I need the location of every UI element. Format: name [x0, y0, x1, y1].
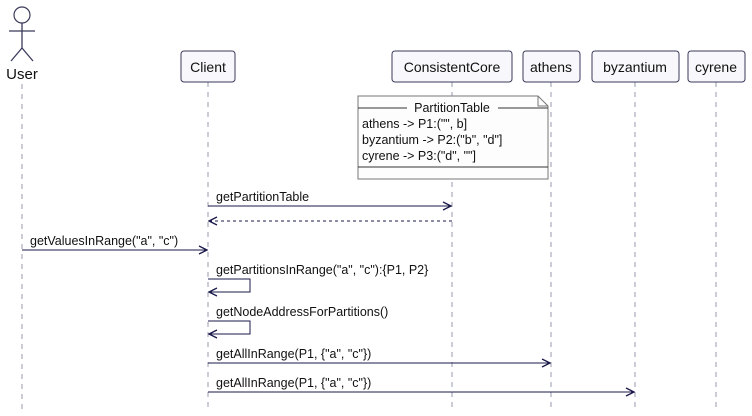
- partition-table-note: PartitionTable athens -> P1:("", b] byza…: [357, 95, 549, 180]
- user-actor-icon: [13, 6, 31, 24]
- note-line: cyrene -> P3:("d", ""]: [362, 149, 476, 163]
- message-get-all-in-range-byzantium: getAllInRange(P1, {"a", "c"}): [208, 376, 634, 392]
- participant-client: Client: [180, 50, 236, 83]
- message-get-all-in-range-athens: getAllInRange(P1, {"a", "c"}): [208, 347, 550, 363]
- participant-client-label: Client: [190, 59, 226, 75]
- message-label: getValuesInRange("a", "c"): [30, 234, 178, 248]
- message-label: getAllInRange(P1, {"a", "c"}): [216, 376, 371, 390]
- message-get-partitions-in-range: getPartitionsInRange("a", "c"):{P1, P2}: [208, 263, 428, 292]
- note-line: byzantium -> P2:("b", "d"]: [362, 133, 502, 147]
- message-label: getAllInRange(P1, {"a", "c"}): [216, 347, 371, 361]
- participant-cyrene-label: cyrene: [695, 59, 737, 75]
- user-actor: User: [6, 6, 38, 83]
- participant-cyrene: cyrene: [687, 50, 746, 83]
- message-label: getPartitionTable: [216, 190, 309, 204]
- participant-byzantium: byzantium: [591, 50, 680, 83]
- participant-consistentcore-label: ConsistentCore: [404, 59, 501, 75]
- participant-athens: athens: [522, 50, 581, 83]
- message-get-node-address: getNodeAddressForPartitions(): [208, 305, 388, 334]
- message-get-partition-table: getPartitionTable: [208, 190, 451, 206]
- message-label: getPartitionsInRange("a", "c"):{P1, P2}: [216, 263, 428, 277]
- participant-user-label: User: [6, 66, 38, 83]
- participant-consistentcore: ConsistentCore: [391, 50, 513, 83]
- participant-byzantium-label: byzantium: [603, 59, 667, 75]
- note-title: PartitionTable: [414, 101, 490, 115]
- message-get-values-in-range: getValuesInRange("a", "c"): [22, 234, 207, 250]
- note-line: athens -> P1:("", b]: [362, 117, 467, 131]
- message-label: getNodeAddressForPartitions(): [216, 305, 388, 319]
- participant-athens-label: athens: [530, 59, 572, 75]
